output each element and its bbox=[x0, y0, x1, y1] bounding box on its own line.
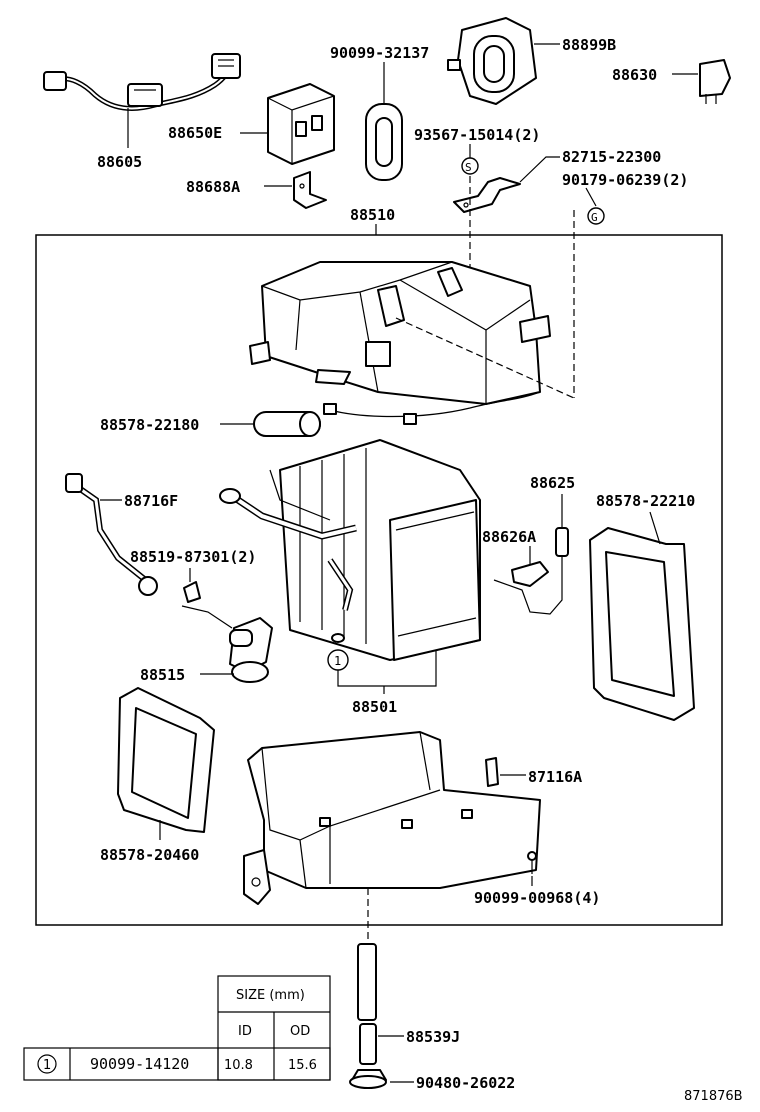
label-88578-20460: 88578-20460 bbox=[100, 846, 199, 864]
thermistor-88515[interactable] bbox=[181, 605, 273, 683]
label-88625: 88625 bbox=[530, 474, 575, 492]
size-table-col-id: ID bbox=[238, 1024, 252, 1039]
label-90099-00968: 90099-00968(4) bbox=[474, 889, 600, 907]
label-90099-32137: 90099-32137 bbox=[330, 44, 429, 62]
label-88630: 88630 bbox=[612, 66, 657, 84]
clip-88519-87301[interactable] bbox=[183, 581, 201, 603]
size-table-ref: 1 bbox=[43, 1058, 51, 1073]
size-table-header: SIZE (mm) bbox=[236, 988, 305, 1003]
seal-frame-88578-22210[interactable] bbox=[589, 527, 695, 721]
label-88716F: 88716F bbox=[124, 492, 178, 510]
size-table-id-value: 10.8 bbox=[224, 1058, 253, 1073]
nut-g-marker[interactable]: G bbox=[587, 207, 605, 225]
clip-87116A[interactable] bbox=[485, 757, 499, 787]
label-90179-06239: 90179-06239(2) bbox=[562, 171, 688, 189]
upper-case[interactable] bbox=[249, 261, 551, 425]
screw-s-marker[interactable]: S bbox=[461, 157, 479, 175]
label-88578-22180: 88578-22180 bbox=[100, 416, 199, 434]
g-marker-text: G bbox=[591, 211, 598, 224]
bracket-88688A[interactable] bbox=[293, 171, 327, 209]
assembly-frame-88510 bbox=[35, 234, 723, 926]
relay-88630[interactable] bbox=[699, 59, 731, 104]
drain-hose-88539J[interactable] bbox=[357, 943, 377, 1065]
grommet-90099-32137[interactable] bbox=[365, 103, 403, 181]
sensor-88625[interactable] bbox=[493, 527, 569, 615]
label-88515: 88515 bbox=[140, 666, 185, 684]
label-88650E: 88650E bbox=[168, 124, 222, 142]
size-table-col-od: OD bbox=[290, 1024, 310, 1039]
seal-frame-88578-20460[interactable] bbox=[117, 687, 215, 833]
lower-case[interactable] bbox=[243, 731, 541, 905]
ref-1-text: 1 bbox=[334, 654, 341, 668]
evaporator-88501[interactable] bbox=[219, 439, 481, 661]
label-87116A: 87116A bbox=[528, 768, 582, 786]
bracket-82715-22300[interactable] bbox=[453, 177, 521, 213]
foam-tube-88578-22180[interactable] bbox=[253, 411, 321, 437]
size-table-od-value: 15.6 bbox=[288, 1058, 317, 1073]
label-88899B: 88899B bbox=[562, 36, 616, 54]
grommet-90480-26022[interactable] bbox=[349, 1069, 387, 1089]
size-table: SIZE (mm) ID OD 1 90099-14120 10.8 15.6 bbox=[23, 975, 331, 1081]
clamp-88626A[interactable] bbox=[511, 561, 549, 587]
s-marker-text: S bbox=[465, 161, 472, 174]
seal-88899B[interactable] bbox=[447, 17, 537, 105]
relay-box-88650E[interactable] bbox=[267, 83, 335, 165]
label-88519-87301: 88519-87301(2) bbox=[130, 548, 256, 566]
label-90480-26022: 90480-26022 bbox=[416, 1074, 515, 1092]
label-88501: 88501 bbox=[352, 698, 397, 716]
label-88605: 88605 bbox=[97, 153, 142, 171]
label-88578-22210: 88578-22210 bbox=[596, 492, 695, 510]
label-82715-22300: 82715-22300 bbox=[562, 148, 661, 166]
label-88510: 88510 bbox=[350, 206, 395, 224]
label-88539J: 88539J bbox=[406, 1028, 460, 1046]
diagram-id: 871876B bbox=[684, 1089, 743, 1104]
label-93567-15014: 93567-15014(2) bbox=[414, 126, 540, 144]
label-88626A: 88626A bbox=[482, 528, 536, 546]
pipe-88716F[interactable] bbox=[65, 473, 158, 596]
label-88688A: 88688A bbox=[186, 178, 240, 196]
size-table-part: 90099-14120 bbox=[90, 1055, 189, 1073]
screw-90099-00968[interactable] bbox=[527, 851, 537, 874]
wire-harness-88605[interactable] bbox=[43, 53, 241, 111]
